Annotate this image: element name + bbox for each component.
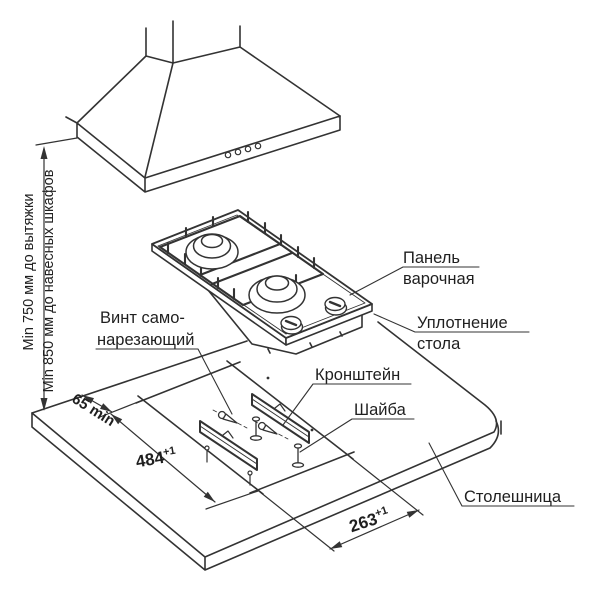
table-seal-label-line2: стола	[417, 335, 461, 353]
hob-panel-leader	[349, 266, 480, 296]
countertop-leader	[428, 442, 575, 507]
clearance-to-hood-label: Min 750 мм до вытяжки	[21, 194, 37, 351]
bracket-pins	[204, 445, 253, 486]
screw-guide-lines	[212, 409, 289, 440]
table-seal-leader	[373, 313, 530, 333]
self-tapping-screw-2	[257, 421, 278, 435]
hood-chimney	[145, 20, 241, 64]
countertop-label: Столешница	[464, 488, 562, 506]
table-seal-label-line1: Уплотнение	[417, 314, 508, 332]
screw-leader	[95, 348, 233, 415]
hood-base	[65, 115, 341, 193]
washer-leader	[299, 418, 415, 453]
washer-label: Шайба	[354, 401, 407, 419]
burner-rear	[185, 233, 239, 270]
cutout-outline	[135, 360, 355, 495]
hob-panel-label-line1: Панель	[403, 249, 460, 267]
mounting-bracket-rear	[251, 393, 310, 444]
gas-hob-drawing	[151, 209, 373, 355]
countertop-outline	[31, 321, 502, 571]
clearance-to-cabinets-label: Min 850 мм до навесных шкафов	[41, 169, 57, 392]
edge-clearance-value: 65 min	[69, 390, 118, 430]
screw-label-line2: нарезающий	[97, 331, 194, 349]
callout-leaders	[95, 266, 575, 507]
mounting-bracket-front	[199, 420, 258, 471]
self-tapping-screw-1	[217, 410, 238, 424]
washer-stud-2	[291, 443, 305, 468]
washer-stud-1	[249, 416, 263, 441]
edge-clearance-dimension	[81, 394, 113, 413]
mounting-hardware	[199, 393, 310, 486]
bracket-leader	[282, 383, 412, 426]
range-hood-drawing	[65, 20, 341, 193]
hob-panel-label-line2: варочная	[403, 270, 475, 288]
countertop-drawing	[31, 321, 502, 571]
cutout-length-value: 484+1	[134, 445, 178, 472]
screw-label-line1: Винт само-	[100, 309, 185, 327]
countertop-top-edge	[31, 340, 248, 414]
pan-support-grate	[158, 210, 325, 307]
hood-canopy	[76, 46, 341, 178]
control-knob-left	[280, 315, 304, 335]
cutout-width-dimension	[259, 456, 424, 552]
burner-front	[248, 275, 306, 314]
hob-housing	[207, 289, 363, 355]
clearance-dimension-arrow	[35, 137, 78, 411]
bracket-label: Кронштейн	[315, 366, 400, 384]
control-knob-right	[324, 296, 348, 316]
cutout-length-dimension	[99, 399, 259, 510]
hood-control-buttons	[224, 142, 262, 159]
